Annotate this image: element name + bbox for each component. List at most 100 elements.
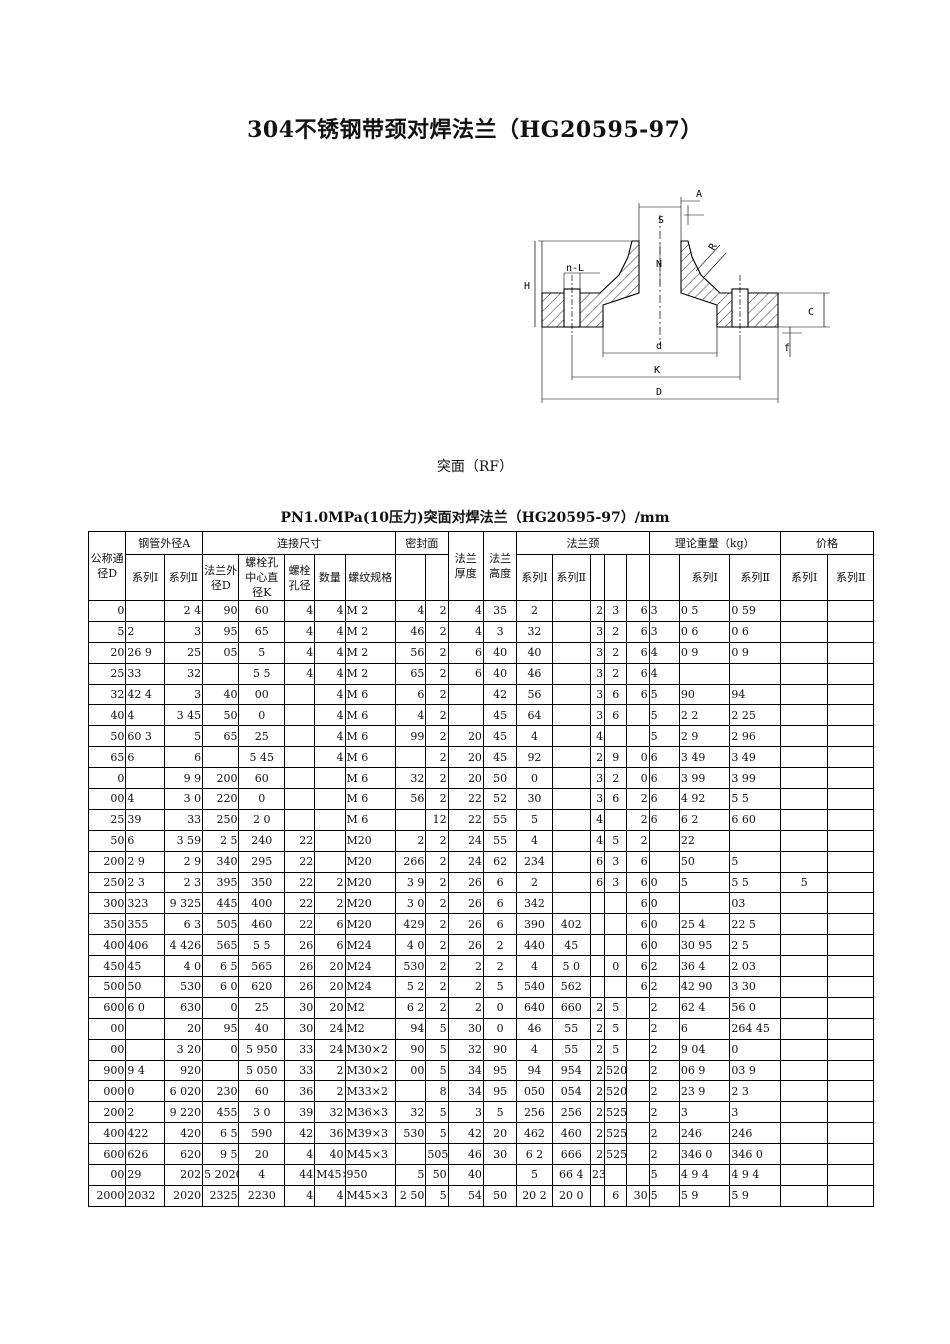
table-cell: 6 bbox=[314, 913, 346, 936]
table-cell bbox=[779, 829, 829, 852]
table-cell: 32 bbox=[163, 662, 204, 685]
table-cell: 6 bbox=[447, 641, 484, 664]
table-cell: 94 bbox=[516, 1059, 553, 1082]
table-cell: 054 bbox=[551, 1080, 591, 1103]
label-N: N bbox=[656, 259, 662, 270]
table-cell: 50 bbox=[482, 767, 518, 790]
table-cell bbox=[779, 641, 829, 664]
table-cell: 06 9 bbox=[678, 1059, 731, 1082]
table-cell: 22 bbox=[283, 892, 316, 915]
table-cell: M45×3 bbox=[344, 1143, 397, 1166]
label-D: D bbox=[656, 387, 662, 398]
table-cell bbox=[283, 725, 316, 748]
table-cell: 50 bbox=[425, 1164, 449, 1186]
table-cell: 2000 bbox=[87, 1184, 127, 1207]
table-cell: 4 bbox=[125, 704, 165, 727]
table-cell: 2 bbox=[447, 996, 484, 1019]
table-cell: M20 bbox=[344, 829, 397, 852]
table-cell bbox=[447, 683, 484, 706]
table-cell: 20 0 bbox=[551, 1184, 591, 1207]
table-cell: 0 bbox=[626, 767, 650, 790]
table-cell: 0 59 bbox=[729, 600, 781, 622]
table-cell: 5 bbox=[678, 871, 731, 894]
table-cell: M20 bbox=[344, 871, 397, 894]
table-cell: 2 bbox=[425, 725, 449, 748]
table-cell bbox=[202, 1059, 240, 1082]
table-cell: M24 bbox=[344, 976, 397, 998]
table-cell: 6 2 bbox=[516, 1143, 553, 1166]
table-cell: 400 bbox=[87, 1122, 127, 1145]
table-cell: 4 426 bbox=[163, 934, 204, 957]
table-cell bbox=[648, 850, 680, 873]
table-cell: 30 95 bbox=[678, 934, 731, 957]
table-cell: 530 bbox=[395, 955, 427, 978]
table-cell: 26 9 bbox=[125, 641, 165, 664]
table-cell: 52 bbox=[482, 788, 518, 810]
table-cell: 4 bbox=[314, 620, 346, 643]
table-cell: 5 bbox=[425, 1059, 449, 1082]
table-cell: 6 5 bbox=[202, 1122, 240, 1145]
table-cell: 5 bbox=[779, 871, 829, 894]
table-cell bbox=[626, 1038, 650, 1061]
table-cell: M 2 bbox=[344, 620, 397, 643]
table-cell: 56 bbox=[516, 683, 553, 706]
table-cell: 4 bbox=[516, 955, 553, 978]
table-cell bbox=[779, 1038, 829, 1061]
table-cell: 2 bbox=[604, 620, 628, 643]
table-cell: 600 bbox=[87, 996, 127, 1019]
table-cell: 5 bbox=[648, 683, 680, 706]
table-cell: 3 bbox=[482, 620, 518, 643]
table-cell bbox=[827, 996, 874, 1019]
table-cell: 2 bbox=[425, 683, 449, 706]
table-cell: 420 bbox=[163, 1122, 204, 1145]
table-cell: 530 bbox=[163, 976, 204, 998]
header-price-series2: 系列Ⅱ bbox=[827, 554, 874, 601]
table-cell: 36 bbox=[314, 1122, 346, 1145]
table-cell: 25 bbox=[238, 725, 285, 748]
table-cell bbox=[827, 746, 874, 769]
table-cell: 2 bbox=[314, 892, 346, 915]
table-cell: 4 bbox=[589, 725, 606, 748]
table-cell: 34 bbox=[447, 1080, 484, 1103]
header-neck-e bbox=[626, 554, 650, 601]
table-cell: 4 bbox=[516, 829, 553, 852]
table-cell: 2 bbox=[425, 704, 449, 727]
table-cell bbox=[779, 725, 829, 748]
label-n-L: n-L bbox=[566, 263, 584, 274]
table-cell: 2 96 bbox=[729, 725, 781, 748]
table-cell: 390 bbox=[516, 913, 553, 936]
table-cell: 95 bbox=[482, 1080, 518, 1103]
table-cell: 6 bbox=[482, 871, 518, 894]
table-cell bbox=[827, 683, 874, 706]
table-cell: 0 bbox=[482, 1017, 518, 1040]
table-cell: 202 bbox=[163, 1164, 204, 1186]
table-cell: 95 bbox=[202, 1017, 240, 1040]
table-cell: 2 03 bbox=[729, 955, 781, 978]
table-cell bbox=[551, 829, 591, 852]
table-cell: 505 bbox=[425, 1143, 449, 1166]
table-cell bbox=[648, 829, 680, 852]
table-cell: 2 bbox=[648, 976, 680, 998]
table-cell: 65 bbox=[87, 746, 127, 769]
table-cell bbox=[395, 1143, 427, 1166]
table-cell: 6 bbox=[626, 600, 650, 622]
table-cell: 34 bbox=[447, 1059, 484, 1082]
table-cell bbox=[604, 725, 628, 748]
table-cell: 20 bbox=[87, 641, 127, 664]
table-cell: 60 bbox=[238, 767, 285, 790]
table-cell: 2325 bbox=[202, 1184, 240, 1207]
table-cell: 250 bbox=[87, 871, 127, 894]
table-cell bbox=[283, 788, 316, 810]
table-cell: 5 5 bbox=[729, 871, 781, 894]
header-neck: 法兰颈 bbox=[516, 531, 650, 555]
label-S: S bbox=[658, 215, 664, 226]
table-cell bbox=[283, 746, 316, 769]
table-cell: 2 bbox=[447, 976, 484, 998]
table-cell: 2 bbox=[589, 1017, 606, 1040]
table-cell bbox=[314, 850, 346, 873]
table-cell: 4 bbox=[238, 1164, 285, 1186]
